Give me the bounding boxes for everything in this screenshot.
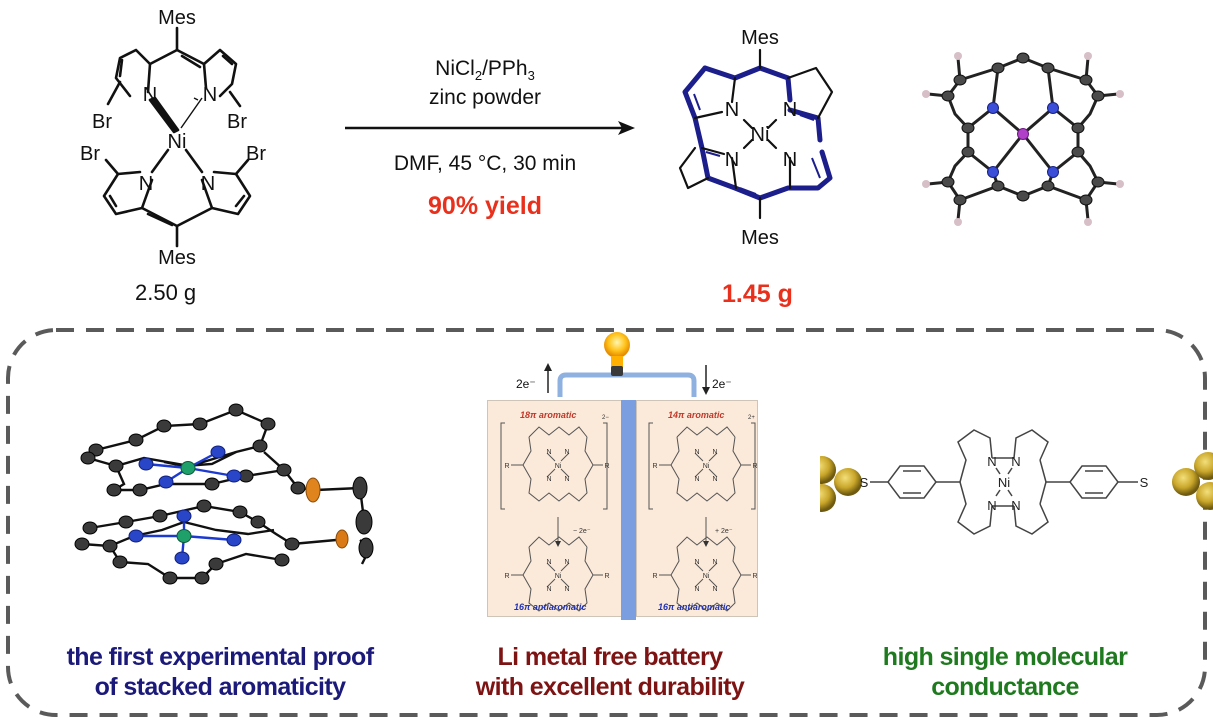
battery-right-electron-label: 2e⁻ bbox=[712, 377, 732, 391]
battery-right-step: + 2e⁻ bbox=[715, 528, 733, 535]
battery-n-atom: N bbox=[546, 559, 551, 566]
junction-s-atom: S bbox=[860, 475, 869, 490]
junction-n-atom: N bbox=[987, 498, 996, 513]
caption-stacked-aromaticity: the first experimental proof of stacked … bbox=[40, 642, 400, 702]
molecular-junction-structure: S S N N Ni N N bbox=[820, 429, 1213, 535]
caption-line: high single molecular bbox=[882, 643, 1128, 671]
product-bottom-mes: Mes bbox=[741, 227, 779, 249]
product-n-atom: N bbox=[783, 99, 797, 121]
battery-ni-atom: Ni bbox=[703, 463, 710, 470]
junction-ni-atom: Ni bbox=[998, 475, 1010, 490]
battery-r-group: R bbox=[504, 573, 509, 580]
caption-line: the first experimental proof bbox=[66, 643, 374, 671]
sm-n-atom: N bbox=[143, 84, 157, 106]
caption-line: with excellent durability bbox=[475, 673, 745, 701]
product-structure: Mes N N Ni N N Mes bbox=[678, 27, 834, 249]
reaction-solvent-conditions: DMF, 45 °C, 30 min bbox=[393, 152, 577, 175]
product-top-mes: Mes bbox=[741, 27, 779, 49]
battery-ni-atom: Ni bbox=[703, 573, 710, 580]
battery-n-atom: N bbox=[546, 476, 551, 483]
battery-n-atom: N bbox=[564, 449, 569, 456]
battery-n-atom: N bbox=[546, 586, 551, 593]
battery-ni-atom: Ni bbox=[555, 463, 562, 470]
battery-n-atom: N bbox=[564, 586, 569, 593]
gold-electrode-right bbox=[1172, 452, 1213, 510]
reaction-arrow bbox=[345, 121, 635, 135]
sm-n-atom: N bbox=[139, 173, 153, 195]
battery-r-group: R bbox=[504, 463, 509, 470]
reagent-pph-text: /PPh bbox=[482, 57, 528, 80]
reagent-zinc: zinc powder bbox=[428, 86, 542, 109]
battery-ni-atom: Ni bbox=[555, 573, 562, 580]
battery-r-group: R bbox=[752, 463, 757, 470]
product-ni-atom: Ni bbox=[751, 124, 770, 146]
crystal-structure bbox=[922, 52, 1124, 226]
caption-battery: Li metal free battery with excellent dur… bbox=[455, 642, 765, 702]
product-n-atom: N bbox=[725, 99, 739, 121]
battery-r-group: R bbox=[752, 573, 757, 580]
sm-br-atom: Br bbox=[92, 111, 112, 133]
sm-ni-atom: Ni bbox=[168, 131, 187, 153]
reaction-yield: 90% yield bbox=[428, 192, 542, 220]
battery-r-group: R bbox=[652, 573, 657, 580]
reagent-nicl2-pph3: NiCl2/PPh3 bbox=[345, 57, 625, 83]
battery-left-charge: 2− bbox=[602, 415, 609, 421]
sm-n-atom: N bbox=[201, 173, 215, 195]
starting-material-structure: Mes N N Ni Br Br Br Br N N Mes bbox=[80, 7, 266, 269]
product-n-atom: N bbox=[725, 149, 739, 171]
stacked-dimer-structure bbox=[74, 403, 374, 585]
caption-conductance: high single molecular conductance bbox=[850, 642, 1160, 702]
battery-r-group: R bbox=[604, 463, 609, 470]
lightbulb-icon bbox=[604, 332, 630, 376]
reagent-subscript: 2 bbox=[474, 68, 483, 84]
battery-wire bbox=[544, 363, 710, 397]
battery-schematic: 2e⁻ 2e⁻ 18π aromatic 14π aromatic 2− 2+ bbox=[470, 332, 758, 620]
sm-n-atom: N bbox=[203, 84, 217, 106]
sm-br-atom: Br bbox=[80, 143, 100, 165]
battery-n-atom: N bbox=[564, 476, 569, 483]
battery-left-step: − 2e⁻ bbox=[573, 528, 591, 535]
caption-line: conductance bbox=[931, 673, 1079, 701]
battery-n-atom: N bbox=[712, 449, 717, 456]
product-n-atom: N bbox=[783, 149, 797, 171]
reagent-subscript: 3 bbox=[527, 68, 535, 84]
battery-n-atom: N bbox=[694, 586, 699, 593]
battery-r-group: R bbox=[652, 463, 657, 470]
sm-bottom-mes: Mes bbox=[158, 247, 196, 269]
battery-n-atom: N bbox=[546, 449, 551, 456]
battery-left-electron-label: 2e⁻ bbox=[516, 377, 536, 391]
battery-separator bbox=[621, 400, 636, 620]
battery-right-charge: 2+ bbox=[748, 415, 755, 421]
battery-left-bottom-label: 16π antiaromatic bbox=[514, 602, 587, 612]
junction-n-atom: N bbox=[1011, 498, 1020, 513]
battery-n-atom: N bbox=[564, 559, 569, 566]
battery-right-bottom-label: 16π antiaromatic bbox=[658, 602, 731, 612]
battery-n-atom: N bbox=[694, 476, 699, 483]
product-mass: 1.45 g bbox=[722, 280, 793, 308]
battery-n-atom: N bbox=[712, 559, 717, 566]
sm-top-mes: Mes bbox=[158, 7, 196, 29]
battery-n-atom: N bbox=[712, 476, 717, 483]
junction-n-atom: N bbox=[1011, 454, 1020, 469]
battery-n-atom: N bbox=[694, 449, 699, 456]
junction-n-atom: N bbox=[987, 454, 996, 469]
battery-right-top-label: 14π aromatic bbox=[668, 410, 725, 420]
caption-line: of stacked aromaticity bbox=[94, 673, 346, 701]
sm-br-atom: Br bbox=[227, 111, 247, 133]
starting-material-mass: 2.50 g bbox=[135, 280, 197, 305]
battery-n-atom: N bbox=[694, 559, 699, 566]
junction-s-atom: S bbox=[1140, 475, 1149, 490]
battery-left-top-label: 18π aromatic bbox=[520, 410, 577, 420]
battery-norcorrole-structures: N N Ni N N R R N N Ni N N R R N N Ni N N… bbox=[500, 422, 757, 612]
battery-r-group: R bbox=[604, 573, 609, 580]
gold-electrode-left bbox=[820, 456, 862, 512]
reagent-nicl-text: NiCl bbox=[435, 57, 475, 80]
caption-line: Li metal free battery bbox=[497, 643, 724, 671]
battery-n-atom: N bbox=[712, 586, 717, 593]
sm-br-atom: Br bbox=[246, 143, 266, 165]
